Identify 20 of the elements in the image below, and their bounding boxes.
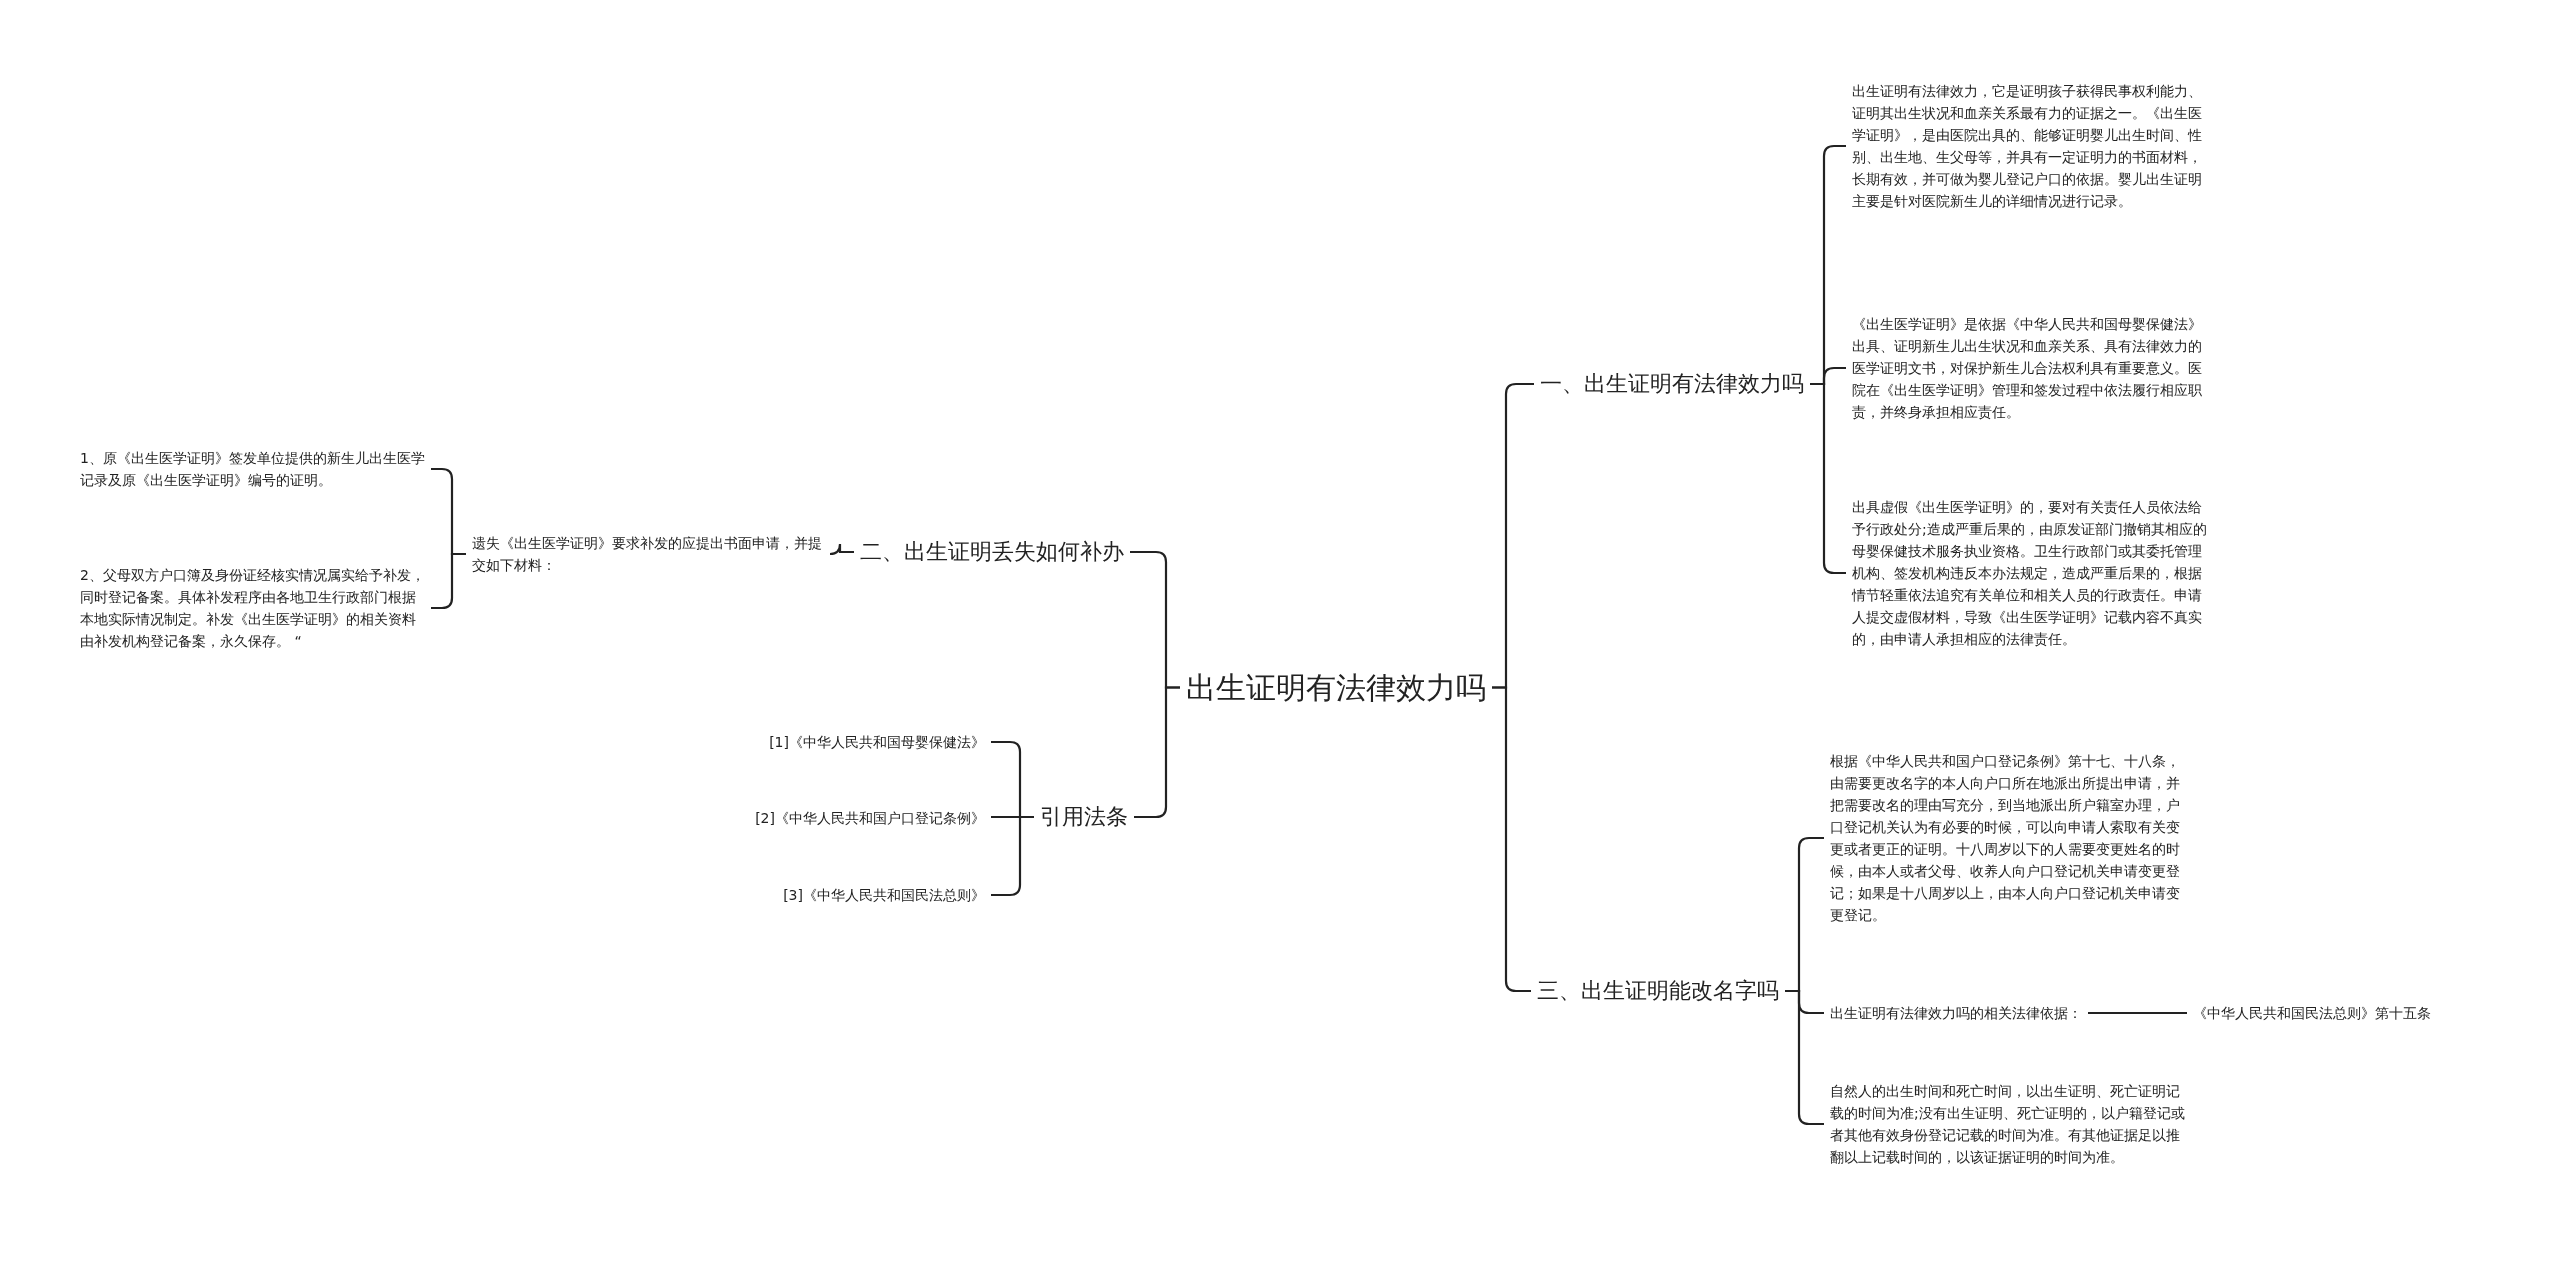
topic-text: 2、父母双方户口簿及身份证经核实情况属实给予补发，同时登记备案。具体补发程序由各地卫生行政部门根据本地实际情况制定。补发《出生医学证明》的相关资料由补发机构登记备案，永久保存。 “ <box>80 564 425 652</box>
branch-topic: 一、出生证明有法律效力吗 <box>1540 367 1804 401</box>
topic-text: 1、原《出生医学证明》签发单位提供的新生儿出生医学记录及原《出生医学证明》编号的证明。 <box>80 447 425 491</box>
connector-line <box>828 542 854 556</box>
branch-topic: 引用法条 <box>1040 800 1128 834</box>
connector-line <box>2088 1011 2187 1015</box>
topic-text: 出具虚假《出生医学证明》的，要对有关责任人员依法给予行政处分;造成严重后果的，由原发证部门撤销其相应的母婴保健技术服务执业资格。卫生行政部门或其委托管理机构、签发机构违反本办法规定，造成严重后果的，根据情节轻重依法追究有关单位和相关人员的行政责任。申请人提交虚假材料，导致《出生医学证明》记载内容不真实的，由申请人承担相应的法律责任。 <box>1852 496 2212 650</box>
central-topic: 出生证明有法律效力吗 <box>1186 664 1486 711</box>
topic-text: 出生证明有法律效力吗的相关法律依据： <box>1830 1002 2082 1024</box>
reference-text: [3]《中华人民共和国民法总则》 <box>783 884 985 906</box>
topic-text: 《出生医学证明》是依据《中华人民共和国母婴保健法》出具、证明新生儿出生状况和血亲关系、具有法律效力的医学证明文书，对保护新生儿合法权利具有重要意义。医院在《出生医学证明》管理和签发过程中依法履行相应职责，并终身承担相应责任。 <box>1852 313 2212 423</box>
topic-text: 自然人的出生时间和死亡时间，以出生证明、死亡证明记载的时间为准;没有出生证明、死亡证明的，以户籍登记或者其他有效身份登记记载的时间为准。有其他证据足以推翻以上记载时间的，以该证据证明的时间为准。 <box>1830 1080 2190 1168</box>
branch-topic: 二、出生证明丢失如何补办 <box>860 535 1124 569</box>
reference-text: [2]《中华人民共和国户口登记条例》 <box>755 807 985 829</box>
topic-text: 根据《中华人民共和国户口登记条例》第十七、十八条，由需要更改名字的本人向户口所在地派出所提出申请，并把需要改名的理由写充分，到当地派出所户籍室办理，户口登记机关认为有必要的时候，可以向申请人索取有关变更或者更正的证明。十八周岁以下的人需要变更姓名的时候，由本人或者父母、收养人向户口登记机关申请变更登记；如果是十八周岁以上，由本人向户口登记机关申请变更登记。 <box>1830 750 2190 926</box>
topic-text: 出生证明有法律效力，它是证明孩子获得民事权利能力、证明其出生状况和血亲关系最有力的证据之一。《出生医学证明》，是由医院出具的、能够证明婴儿出生时间、性别、出生地、生父母等，并具有一定证明力的书面材料，长期有效，并可做为婴儿登记户口的依据。婴儿出生证明主要是针对医院新生儿的详细情况进行记录。 <box>1852 80 2212 212</box>
topic-text: 《中华人民共和国民法总则》第十五条 <box>2193 1002 2431 1024</box>
reference-text: [1]《中华人民共和国母婴保健法》 <box>769 731 985 753</box>
topic-text: 遗失《出生医学证明》要求补发的应提出书面申请，并提交如下材料： <box>472 532 824 576</box>
branch-topic: 三、出生证明能改名字吗 <box>1537 974 1779 1008</box>
